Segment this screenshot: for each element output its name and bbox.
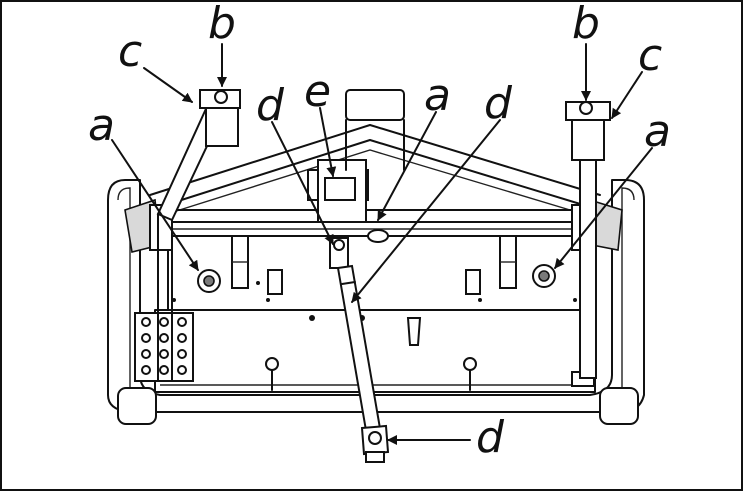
callout-a-left: a — [88, 100, 115, 151]
callout-d-upper-left: d — [256, 80, 285, 131]
callout-d-upper-right: d — [484, 78, 513, 129]
caster-wheels — [117, 371, 639, 425]
callout-b-right: b — [572, 0, 600, 49]
callout-a-center: a — [424, 70, 451, 121]
callout-e: e — [304, 66, 331, 117]
callout-c-right: c — [638, 30, 662, 81]
leader-lines — [111, 43, 653, 445]
lift-pins — [265, 357, 477, 391]
callout-a-right: a — [644, 106, 671, 157]
callout-d-bottom: d — [476, 412, 505, 463]
lift-arm-right — [565, 101, 611, 379]
gearbox — [317, 89, 405, 243]
hitch-arms — [231, 235, 517, 346]
callout-b-left: b — [208, 0, 236, 49]
spindles — [172, 264, 577, 321]
callout-c-left: c — [118, 26, 142, 77]
drive-shaft — [329, 237, 390, 463]
height-plate — [134, 312, 194, 382]
lift-arm-left — [156, 89, 241, 381]
